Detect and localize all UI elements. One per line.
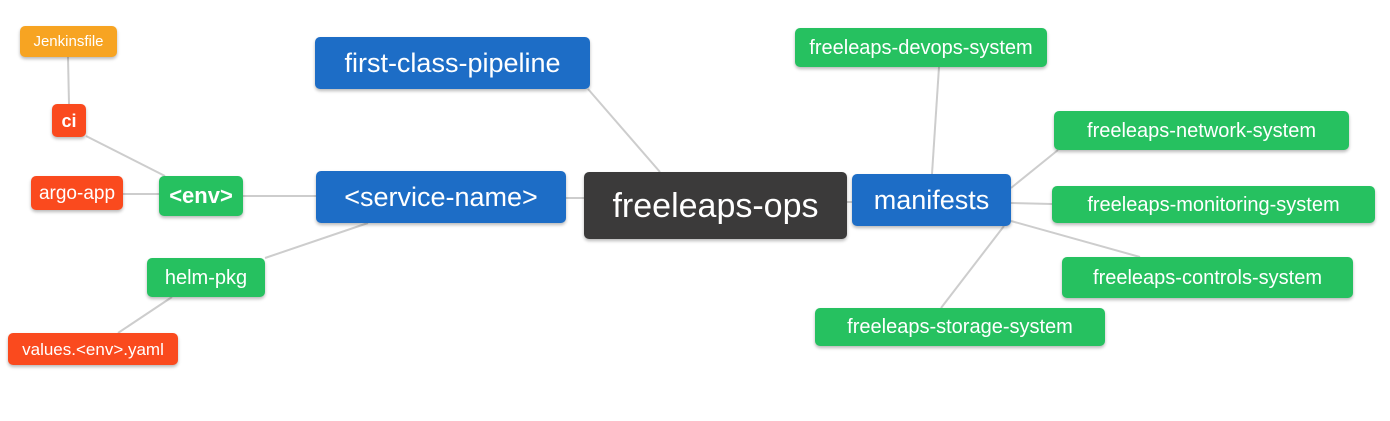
node-argo-app[interactable]: argo-app xyxy=(31,176,123,210)
node-freeleaps-network-system[interactable]: freeleaps-network-system xyxy=(1054,111,1349,150)
node-service-name[interactable]: <service-name> xyxy=(316,171,566,223)
node-manifests[interactable]: manifests xyxy=(852,174,1011,226)
node-jenkinsfile[interactable]: Jenkinsfile xyxy=(20,26,117,57)
edge-manifests-to-freeleaps-storage-system xyxy=(940,225,1005,309)
node-first-class-pipeline[interactable]: first-class-pipeline xyxy=(315,37,590,89)
node-freeleaps-monitoring-system[interactable]: freeleaps-monitoring-system xyxy=(1052,186,1375,223)
node-freeleaps-ops[interactable]: freeleaps-ops xyxy=(584,172,847,239)
edge-service-name-to-helm-pkg xyxy=(264,222,369,259)
node-freeleaps-devops-system[interactable]: freeleaps-devops-system xyxy=(795,28,1047,67)
edge-manifests-to-freeleaps-controls-system xyxy=(1010,220,1141,258)
node-ci[interactable]: ci xyxy=(52,104,86,137)
node-freeleaps-storage-system[interactable]: freeleaps-storage-system xyxy=(815,308,1105,346)
edge-manifests-to-freeleaps-network-system xyxy=(1010,149,1059,189)
node-freeleaps-controls-system[interactable]: freeleaps-controls-system xyxy=(1062,257,1353,298)
node-values-env-yaml[interactable]: values.<env>.yaml xyxy=(8,333,178,365)
edge-first-class-pipeline-to-freeleaps-ops xyxy=(587,88,661,173)
node-env[interactable]: <env> xyxy=(159,176,243,216)
edge-jenkinsfile-to-ci xyxy=(67,56,70,105)
edge-helm-pkg-to-values-env-yaml xyxy=(117,296,173,334)
edge-ci-to-env xyxy=(85,135,166,177)
edge-manifests-to-freeleaps-devops-system xyxy=(931,66,940,175)
edge-manifests-to-freeleaps-monitoring-system xyxy=(1010,202,1053,205)
node-helm-pkg[interactable]: helm-pkg xyxy=(147,258,265,297)
